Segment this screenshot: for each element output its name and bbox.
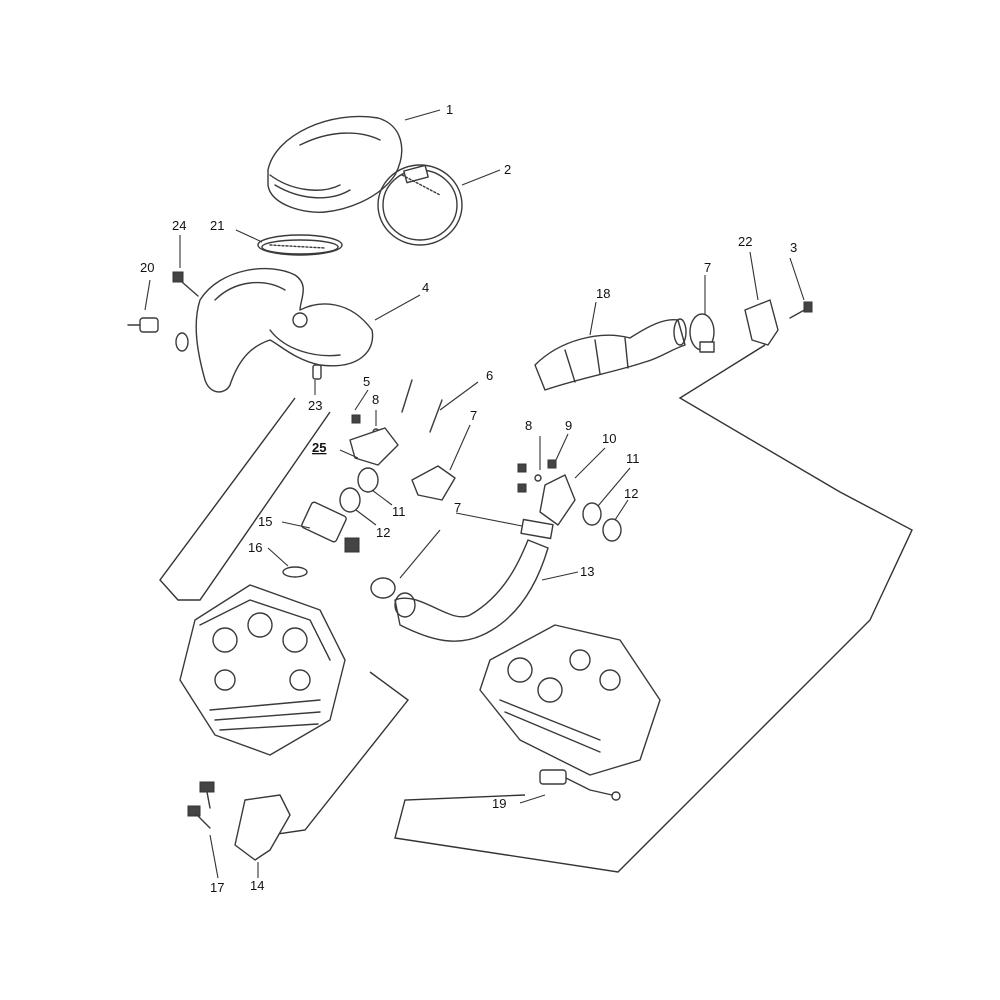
fitting-15 <box>301 501 360 553</box>
left-group-frame <box>159 397 331 601</box>
callout-18: 18 <box>596 286 610 301</box>
callout-10: 10 <box>602 431 616 446</box>
callout-3: 3 <box>790 240 797 255</box>
callout-19: 19 <box>492 796 506 811</box>
callout-24: 24 <box>172 218 186 233</box>
callout-15: 15 <box>258 514 272 529</box>
callout-2: 2 <box>504 162 511 177</box>
left-cylinder-head <box>179 584 346 756</box>
callout-4: 4 <box>422 280 429 295</box>
callout-labels: 1 2 3 4 5 6 7 7 7 8 8 9 10 11 11 12 12 1… <box>140 102 797 895</box>
air-duct-boot <box>267 115 403 213</box>
callout-22: 22 <box>738 234 752 249</box>
callout-11-left: 11 <box>392 504 406 519</box>
thermostat-housing-25 <box>349 427 399 466</box>
callout-7-top: 7 <box>704 260 711 275</box>
callout-21: 21 <box>210 218 224 233</box>
temperature-sensor <box>127 317 189 352</box>
callout-23: 23 <box>308 398 322 413</box>
callout-9: 9 <box>565 418 572 433</box>
bracket-22 <box>744 299 779 346</box>
pin-23 <box>312 364 322 380</box>
callout-12-right: 12 <box>624 486 638 501</box>
callout-20: 20 <box>140 260 154 275</box>
outlet-7-middle <box>411 465 456 501</box>
bolts-17 <box>187 781 215 829</box>
bolt-24 <box>172 271 199 297</box>
large-hose-clamp <box>377 164 463 246</box>
sensor-19 <box>539 769 621 801</box>
hose-13-assembly <box>370 518 554 642</box>
hose-clamp-7-top <box>689 313 715 353</box>
callout-8-left: 8 <box>372 392 379 407</box>
callout-7-lower: 7 <box>454 500 461 515</box>
engine-cover-shroud <box>195 267 374 393</box>
callout-11-right: 11 <box>626 451 640 466</box>
leader-lines <box>144 109 805 879</box>
bracket-14 <box>234 794 291 861</box>
callout-5: 5 <box>363 374 370 389</box>
right-small-parts <box>517 459 622 542</box>
callout-17: 17 <box>210 880 224 895</box>
callout-25: 25 <box>312 440 326 455</box>
orings-left <box>339 467 379 513</box>
callout-13: 13 <box>580 564 594 579</box>
callout-7-middle: 7 <box>470 408 477 423</box>
bolt-3 <box>789 301 813 319</box>
callout-12-left: 12 <box>376 525 390 540</box>
bolts-5-6 <box>351 379 443 436</box>
callout-1: 1 <box>446 102 453 117</box>
small-hose-clamp <box>257 234 343 256</box>
oring-16 <box>282 566 308 578</box>
right-group-frame <box>394 344 913 873</box>
callout-8-right: 8 <box>525 418 532 433</box>
right-cylinder-head <box>479 624 661 776</box>
coolant-hose-18 <box>534 318 687 391</box>
callout-16: 16 <box>248 540 262 555</box>
callout-6: 6 <box>486 368 493 383</box>
callout-14: 14 <box>250 878 264 893</box>
